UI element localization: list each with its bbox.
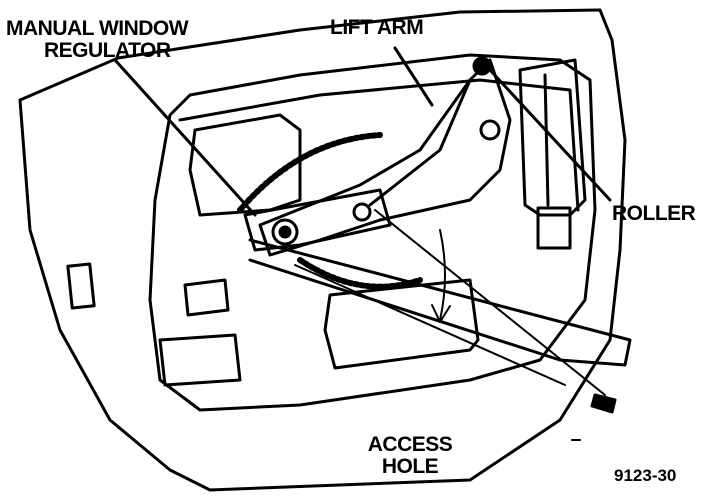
leader-access-hole-3: [439, 229, 446, 321]
roller-wheel: [472, 56, 492, 76]
leader-lift-arm: [393, 46, 434, 107]
inner-panel-lip: [178, 78, 580, 212]
small-vent: [66, 262, 96, 310]
label-access-hole: ACCESS HOLE: [365, 434, 455, 478]
figure-number: 9123-30: [614, 466, 677, 485]
regulator-crank-hub: [271, 218, 299, 246]
leader-access-hole-1: [294, 264, 566, 386]
door-top-edge: [116, 8, 602, 60]
lift-arm-pivot: [479, 119, 501, 141]
label-roller: ROLLER: [612, 202, 696, 225]
leader-roller: [488, 68, 612, 202]
opening-lower-left: [158, 333, 242, 387]
leader-manual-regulator: [113, 58, 257, 217]
opening-upper-left: [188, 113, 302, 217]
label-access-line1: ACCESS: [367, 433, 453, 456]
label-access-line2: HOLE: [381, 455, 439, 478]
channel-bracket: [536, 206, 572, 250]
screw: [590, 393, 617, 414]
regulator-bolt: [352, 202, 372, 222]
inner-panel: [148, 53, 597, 412]
door-outer-shell: [18, 8, 627, 492]
label-manual-window-line2: REGULATOR: [44, 39, 171, 62]
access-hole-outline: [323, 278, 480, 370]
label-manual-window-regulator: MANUAL WINDOW REGULATOR: [6, 18, 206, 62]
label-lift-arm: LIFT ARM: [330, 16, 424, 39]
opening-left-mid: [183, 278, 230, 317]
leader-access-hole-2: [374, 209, 606, 396]
gear-sector: [237, 132, 383, 213]
guide-rail: [248, 238, 632, 367]
label-manual-window-line1: MANUAL WINDOW: [6, 17, 189, 40]
regulator-base-plate: [243, 188, 392, 252]
